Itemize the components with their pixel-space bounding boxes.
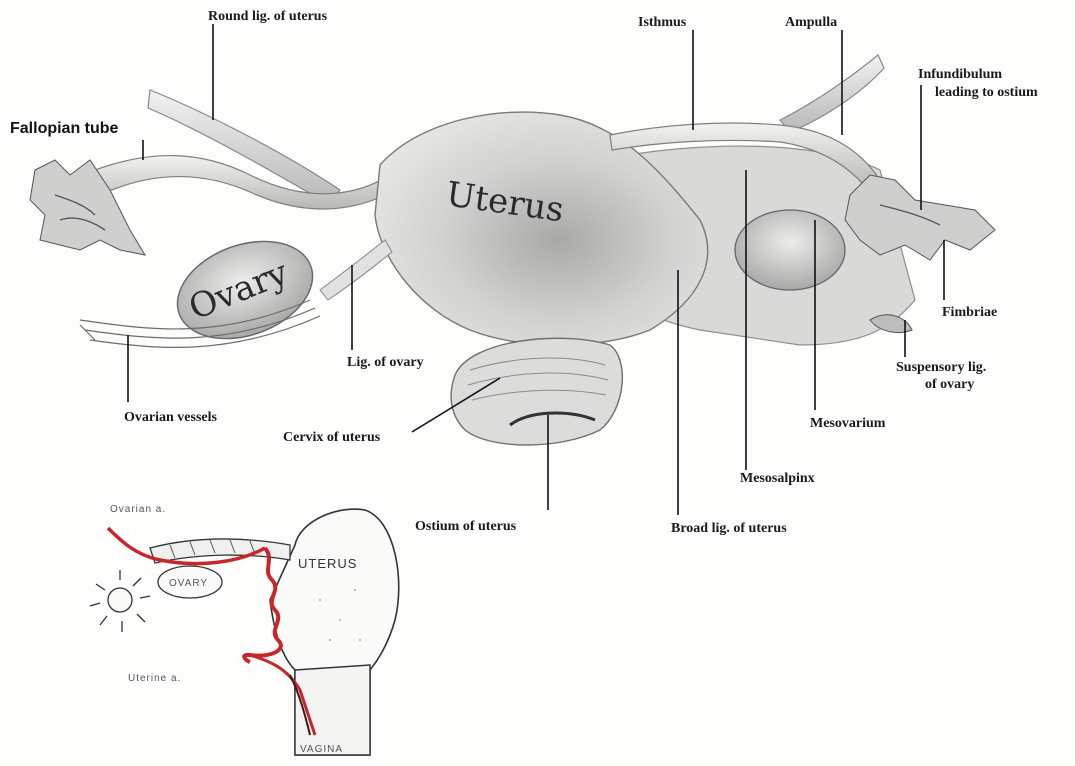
label-ovarian-vessels: Ovarian vessels	[124, 410, 217, 425]
label-infundibulum-1: Infundibulum	[918, 67, 1002, 82]
label-fallopian-tube: Fallopian tube	[10, 120, 119, 137]
label-mesosalpinx: Mesosalpinx	[740, 471, 815, 486]
inset-label-ovary: OVARY	[169, 578, 208, 589]
inset-fimbriae	[90, 570, 150, 632]
label-broad-lig: Broad lig. of uterus	[671, 521, 787, 536]
inset-label-uterine-a: Uterine a.	[128, 673, 181, 684]
label-cervix: Cervix of uterus	[283, 430, 381, 445]
label-ostium: Ostium of uterus	[415, 519, 517, 534]
label-infundibulum-2: leading to ostium	[935, 85, 1038, 100]
label-isthmus: Isthmus	[638, 15, 687, 30]
inset-diagram: Ovarian a. Uterine a. UTERUS OVARY VAGIN…	[90, 504, 399, 755]
label-suspensory-2: of ovary	[925, 377, 974, 392]
label-mesovarium: Mesovarium	[810, 416, 886, 431]
inset-label-uterus: UTERUS	[298, 556, 357, 571]
uterus-body	[375, 112, 708, 345]
label-fimbriae: Fimbriae	[942, 305, 997, 320]
left-fallopian-tube	[95, 156, 395, 209]
label-lig-ovary: Lig. of ovary	[347, 355, 424, 370]
label-round-lig: Round lig. of uterus	[208, 9, 328, 24]
round-ligament-right	[780, 55, 884, 132]
label-suspensory-1: Suspensory lig.	[896, 360, 986, 375]
inset-label-ovarian-a: Ovarian a.	[110, 504, 166, 515]
ovarian-ligament	[320, 240, 392, 300]
label-ampulla: Ampulla	[785, 15, 837, 30]
inset-label-vagina: VAGINA	[300, 744, 343, 755]
right-ovary	[735, 210, 845, 290]
